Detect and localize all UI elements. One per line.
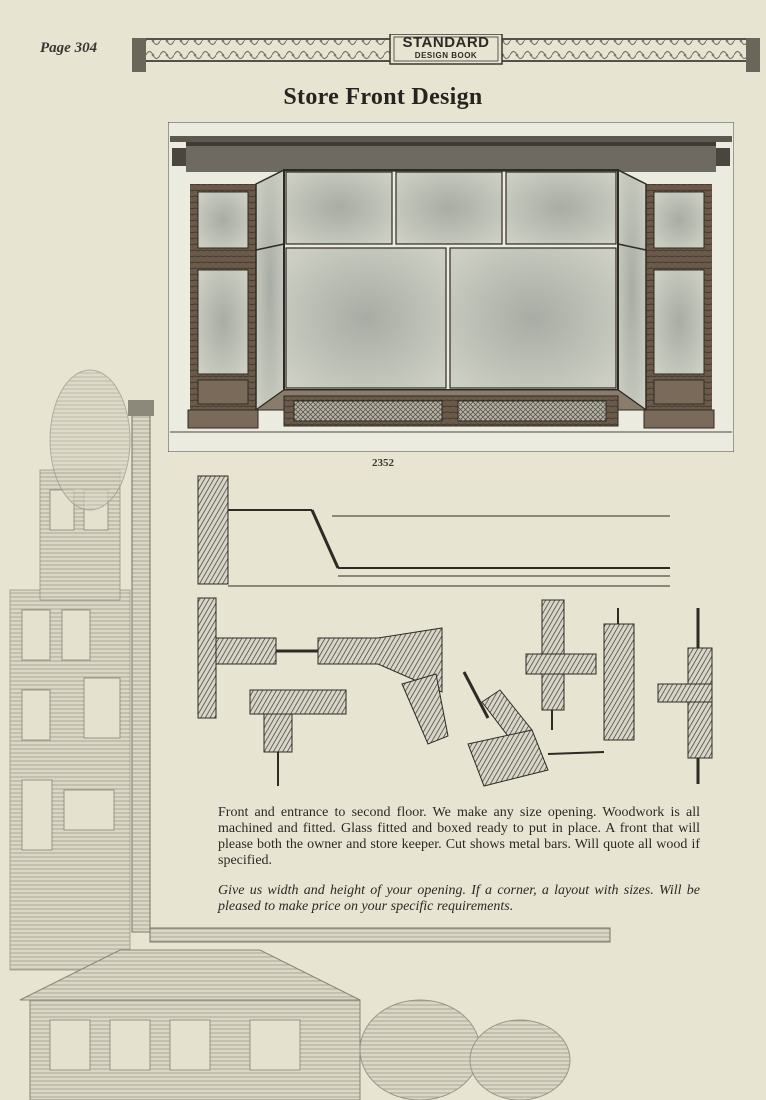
page-title: Store Front Design bbox=[283, 84, 483, 110]
ordering-note: Give us width and height of your opening… bbox=[218, 883, 700, 914]
logo-subtitle: DESIGN BOOK bbox=[414, 51, 478, 60]
description-paragraph: Front and entrance to second floor. We m… bbox=[218, 805, 700, 868]
decorative-engraving bbox=[9, 369, 611, 1100]
store-front-illustration bbox=[168, 122, 734, 452]
description-block: Front and entrance to second floor. We m… bbox=[218, 805, 700, 915]
logo-title: STANDARD bbox=[402, 34, 490, 51]
header-ornament-band bbox=[132, 34, 760, 72]
construction-details-drawing bbox=[197, 475, 713, 787]
design-number: 2352 bbox=[372, 457, 394, 469]
page-number: Page 304 bbox=[40, 40, 98, 56]
